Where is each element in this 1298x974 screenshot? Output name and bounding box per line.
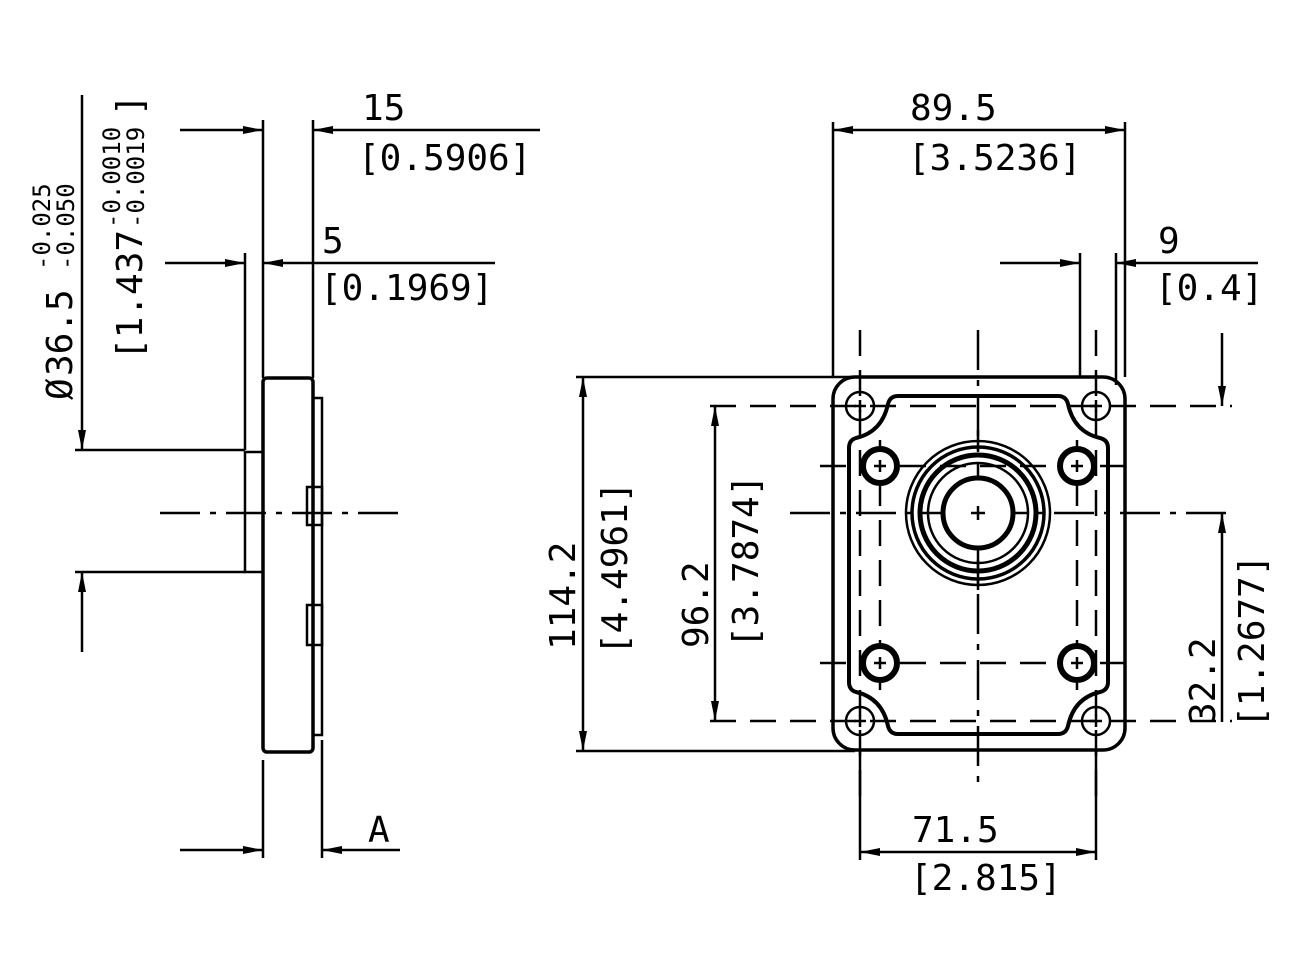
slot-upper bbox=[305, 485, 324, 527]
flange-step bbox=[311, 396, 324, 737]
diameter-lower-tol: -0.050 bbox=[52, 183, 80, 270]
hole-spacing-v-mm: 96.2 bbox=[676, 561, 717, 648]
width-mm: 89.5 bbox=[910, 88, 997, 129]
slot-lower bbox=[305, 603, 324, 647]
flange bbox=[261, 376, 315, 754]
hole-spacing-h-mm: 71.5 bbox=[912, 810, 999, 851]
side-view: Ø 36.5 -0.025 -0.050 [1.437 -0.0010 -0.0… bbox=[28, 88, 540, 858]
diameter-inch-lower-tol: -0.0019 bbox=[122, 127, 150, 228]
height-inch: [4.4961] bbox=[595, 482, 636, 655]
thickness-mm: 15 bbox=[362, 88, 405, 129]
diameter-inch-upper-tol: -0.0010 bbox=[98, 127, 126, 228]
width-inch: [3.5236] bbox=[908, 138, 1081, 179]
corner-holes bbox=[844, 390, 1112, 737]
diameter-symbol: Ø bbox=[40, 378, 81, 400]
central-boss bbox=[904, 430, 1052, 590]
diameter-inch-value: [1.437 bbox=[110, 230, 151, 360]
center-offset-mm: 32.2 bbox=[1183, 637, 1224, 724]
edge-offset-inch: [0.4] bbox=[1155, 268, 1263, 309]
gasket-outline bbox=[847, 394, 1110, 736]
hub-inch: [0.1969] bbox=[320, 268, 493, 309]
thickness-inch: [0.5906] bbox=[358, 138, 531, 179]
plate-outline bbox=[831, 375, 1127, 752]
hub-mm: 5 bbox=[322, 221, 344, 262]
hole-spacing-v-inch: [3.7874] bbox=[726, 475, 767, 648]
a-label: A bbox=[368, 810, 390, 851]
diameter-upper-tol: -0.025 bbox=[28, 183, 56, 270]
bolts bbox=[860, 446, 1097, 683]
diameter-value: 36.5 bbox=[40, 289, 81, 376]
center-offset-inch: [1.2677] bbox=[1232, 555, 1273, 728]
front-view: 89.5 [3.5236] 9 [0.4] 114.2 [4.4961] 96.… bbox=[543, 88, 1273, 899]
height-mm: 114.2 bbox=[543, 542, 584, 650]
hole-spacing-h-inch: [2.815] bbox=[910, 858, 1062, 899]
edge-offset-mm: 9 bbox=[1158, 221, 1180, 262]
diameter-inch-close: ] bbox=[110, 94, 151, 116]
